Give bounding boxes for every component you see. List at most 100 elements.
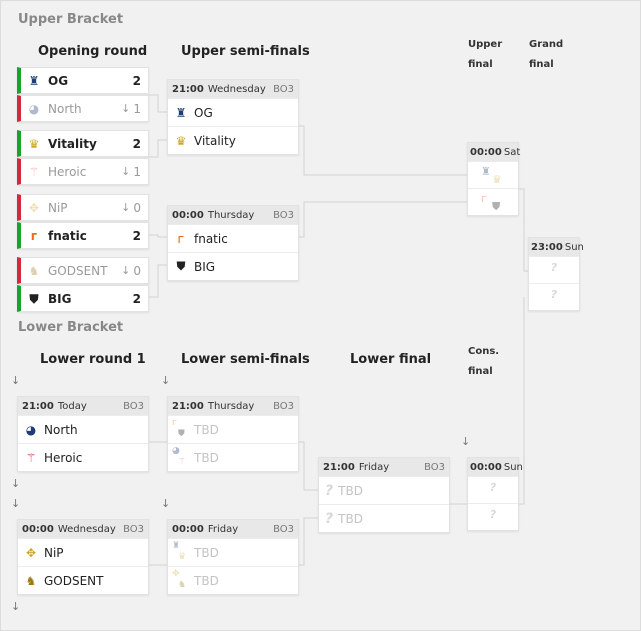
match-team-row[interactable]: ᴦ ⛊ TBD <box>168 415 298 443</box>
incoming-arrow-icon: ↓ <box>11 600 21 613</box>
unknown-team-icon: ? <box>325 510 334 527</box>
match-team-row[interactable]: ♜ ♛ <box>468 161 518 188</box>
team-name: TBD <box>194 573 219 588</box>
opening-round-header: Opening round <box>38 44 148 59</box>
match-format: BO3 <box>273 523 294 535</box>
match-team-row[interactable]: ? TBD <box>319 476 449 504</box>
match-team-row[interactable]: ? <box>468 503 518 530</box>
match-time: 00:00 <box>172 209 204 221</box>
team-score: 2 <box>132 228 141 243</box>
team-score: 2 <box>132 73 141 88</box>
match-team-row[interactable]: ? <box>529 256 579 283</box>
match-team-row[interactable]: ᴦ fnatic <box>168 224 298 252</box>
incoming-arrow-icon: ↓ <box>11 497 21 510</box>
possible-teams: ♜ ♛ <box>172 541 194 565</box>
fnatic-logo-icon: ᴦ <box>30 228 38 243</box>
team-name: TBD <box>338 483 363 498</box>
match-header: 00:00 Thursday BO3 <box>168 206 298 224</box>
team-score: 2 <box>132 291 141 306</box>
team-score: 0 <box>133 263 141 278</box>
og-logo-icon: ♜ <box>28 73 40 88</box>
match-header: 21:00 Wednesday BO3 <box>168 80 298 98</box>
match-team-row[interactable]: ◕ North <box>18 415 148 443</box>
opening-row-nip[interactable]: ✥ NiP ↓ 0 <box>17 194 149 221</box>
opening-row-fnatic[interactable]: ᴦ fnatic 2 <box>17 222 149 249</box>
match-team-row[interactable]: ⚚ Heroic <box>18 443 148 471</box>
match-header: 00:00 Wednesday BO3 <box>18 520 148 538</box>
unknown-team-icon: ? <box>325 482 334 499</box>
opening-row-big[interactable]: ⛊ BIG 2 <box>17 285 149 312</box>
grand-final-card[interactable]: 23:00 Sun ? ? <box>528 237 584 311</box>
match-team-row[interactable]: ♜ ♛ TBD <box>168 538 298 566</box>
big-logo-icon: ⛊ <box>492 200 501 213</box>
unknown-team-placeholder: ? <box>550 288 558 301</box>
match-time: 00:00 <box>172 523 204 535</box>
team-score: 1 <box>133 101 141 116</box>
match-format: BO3 <box>123 523 144 535</box>
match-team-row[interactable]: ◕ ⚚ TBD <box>168 443 298 471</box>
possible-teams: ◕ ⚚ <box>172 446 194 470</box>
match-team-row[interactable]: ✥ ♞ TBD <box>168 566 298 594</box>
consolation-final-card[interactable]: 00:00 Sun ? ? <box>467 457 523 531</box>
match-team-row[interactable]: ᴦ ⛊ <box>468 188 518 215</box>
possible-teams: ᴦ ⛊ <box>172 418 194 442</box>
match-team-row[interactable]: ? TBD <box>319 504 449 532</box>
team-name: NiP <box>44 545 64 560</box>
unknown-team-placeholder: ? <box>489 508 497 521</box>
lower-semifinal-1-card[interactable]: 21:00 Thursday BO3 ᴦ ⛊ TBD ◕ ⚚ TBD <box>167 396 299 472</box>
team-name: Heroic <box>48 164 87 179</box>
opening-row-og[interactable]: ♜ OG 2 <box>17 67 149 94</box>
upper-semifinal-2-card[interactable]: 00:00 Thursday BO3 ᴦ fnatic ⛊ BIG <box>167 205 299 281</box>
consolation-final-header: Cons. final <box>468 346 500 377</box>
opening-row-godsent[interactable]: ♞ GODSENT ↓ 0 <box>17 257 149 284</box>
match-day: Sun <box>503 461 523 473</box>
match-header: 23:00 Sun <box>529 238 584 256</box>
match-day: Wednesday <box>57 523 116 535</box>
team-name: TBD <box>194 545 219 560</box>
match-header: 21:00 Today BO3 <box>18 397 148 415</box>
team-name: BIG <box>48 291 72 306</box>
match-day: Sat <box>503 146 521 158</box>
match-day: Friday <box>207 523 239 535</box>
match-team-row[interactable]: ? <box>468 476 518 503</box>
opening-row-vitality[interactable]: ♛ Vitality 2 <box>17 130 149 157</box>
godsent-logo-icon: ♞ <box>178 579 187 590</box>
team-name: GODSENT <box>48 263 108 278</box>
match-team-row[interactable]: ♛ Vitality <box>168 126 298 154</box>
upper-semifinal-1-card[interactable]: 21:00 Wednesday BO3 ♜ OG ♛ Vitality <box>167 79 299 155</box>
opening-row-north[interactable]: ◕ North ↓ 1 <box>17 95 149 122</box>
lower-round-1-match-2-card[interactable]: 00:00 Wednesday BO3 ✥ NiP ♞ GODSENT <box>17 519 149 595</box>
match-day: Thursday <box>207 209 255 221</box>
match-team-row[interactable]: ✥ NiP <box>18 538 148 566</box>
match-header: 21:00 Friday BO3 <box>319 458 449 476</box>
lower-final-card[interactable]: 21:00 Friday BO3 ? TBD ? TBD <box>318 457 450 533</box>
match-team-row[interactable]: ♜ OG <box>168 98 298 126</box>
eliminated-arrow-icon: ↓ <box>121 201 131 214</box>
eliminated-arrow-icon: ↓ <box>121 264 131 277</box>
match-time: 23:00 <box>531 241 563 253</box>
fnatic-logo-icon: ᴦ <box>172 417 178 428</box>
upper-bracket-title: Upper Bracket <box>18 12 124 27</box>
match-time: 00:00 <box>470 146 502 158</box>
lower-round-1-header: Lower round 1 <box>40 352 146 367</box>
lower-semifinals-header: Lower semi-finals <box>181 352 310 367</box>
match-header: 00:00 Sat <box>468 143 521 161</box>
big-logo-icon: ⛊ <box>29 291 39 306</box>
match-day: Friday <box>358 461 390 473</box>
upper-final-card[interactable]: 00:00 Sat ♜ ♛ ᴦ ⛊ <box>467 142 521 216</box>
lower-semifinal-2-card[interactable]: 00:00 Friday BO3 ♜ ♛ TBD ✥ ♞ TBD <box>167 519 299 595</box>
match-header: 00:00 Sun <box>468 458 523 476</box>
match-team-row[interactable]: ♞ GODSENT <box>18 566 148 594</box>
opening-row-heroic[interactable]: ⚚ Heroic ↓ 1 <box>17 158 149 185</box>
match-team-row[interactable]: ⛊ BIG <box>168 252 298 280</box>
vitality-logo-icon: ♛ <box>492 173 502 186</box>
heroic-logo-icon: ⚚ <box>25 450 37 465</box>
lower-round-1-match-1-card[interactable]: 21:00 Today BO3 ◕ North ⚚ Heroic <box>17 396 149 472</box>
nip-logo-icon: ✥ <box>172 568 180 579</box>
team-name: NiP <box>48 200 68 215</box>
match-team-row[interactable]: ? <box>529 283 579 310</box>
incoming-arrow-icon: ↓ <box>161 497 171 510</box>
eliminated-arrow-icon: ↓ <box>121 165 131 178</box>
